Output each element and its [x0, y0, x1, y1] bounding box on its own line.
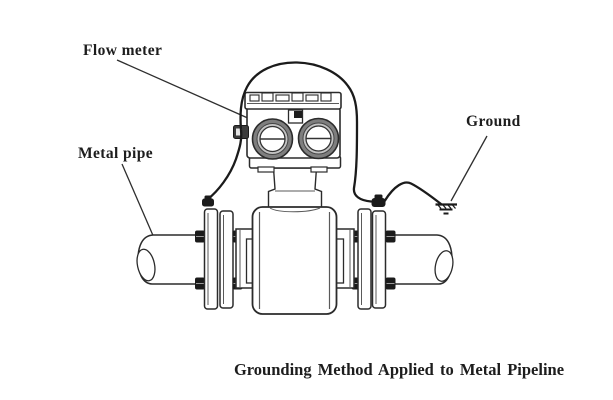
base-tab	[310, 166, 328, 173]
ground-leader-line	[450, 135, 488, 202]
transmitter-top-cap	[244, 91, 342, 110]
ground-clamp-bolt-left	[202, 195, 214, 207]
metal-pipe-leader-line	[121, 163, 159, 248]
flow-meter-transmitter	[233, 91, 342, 173]
flange-plate	[371, 210, 387, 309]
ground-clamp-bolt-right	[371, 194, 386, 207]
flow-meter-label: Flow meter	[83, 42, 163, 59]
flow-meter-body	[251, 206, 338, 315]
metal-pipe-right	[388, 234, 454, 285]
grounding-wire	[206, 61, 373, 203]
display-window-right	[297, 117, 340, 160]
ground-label: Ground	[466, 113, 521, 130]
flange-plate	[357, 208, 372, 310]
display-window-left	[251, 118, 294, 160]
pipe-end-opening	[434, 250, 454, 282]
flow-meter-leader-line	[116, 59, 251, 120]
terminal-window-insert	[294, 111, 302, 118]
flange-plate	[219, 210, 234, 309]
diagram-caption: Grounding Method Applied to Metal Pipeli…	[233, 360, 565, 379]
transmitter-neck	[267, 167, 323, 209]
flange-plate	[203, 208, 219, 310]
base-tab	[257, 166, 275, 173]
pipe-end-opening	[136, 248, 156, 282]
earth-ground-symbol	[435, 203, 457, 215]
metal-pipe-label: Metal pipe	[78, 145, 154, 162]
metal-pipe-left	[136, 234, 205, 285]
grounding-wire-to-earth	[383, 181, 443, 206]
